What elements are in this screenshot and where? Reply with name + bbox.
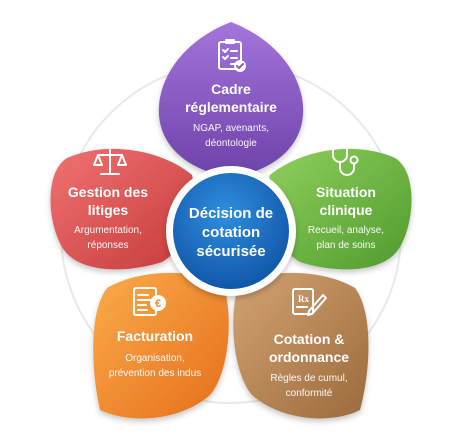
cadre-sub-2: déontologie: [205, 138, 257, 149]
clinique-title-2: clinique: [320, 202, 373, 218]
center-node: Décision de cotation sécurisée: [166, 166, 296, 296]
center-line-1: Décision de: [189, 205, 273, 222]
petal-cotation-ordonnance: [233, 272, 369, 419]
facturation-sub-2: prévention des indus: [109, 368, 201, 379]
cadre-sub-1: NGAP, avenants,: [193, 123, 269, 134]
facturation-title: Facturation: [117, 328, 193, 344]
cadre-title-1: Cadre: [211, 81, 251, 97]
litiges-sub-2: réponses: [87, 240, 128, 251]
svg-text:Rx: Rx: [298, 294, 309, 304]
scales-icon: [93, 149, 127, 175]
cotation-sub-2: conformité: [286, 388, 333, 399]
clinique-title-1: Situation: [316, 184, 376, 200]
cadre-title-2: réglementaire: [185, 99, 277, 115]
petal-gestion-litiges: [50, 148, 195, 270]
center-line-2: cotation: [202, 224, 260, 241]
center-line-3: sécurisée: [196, 243, 265, 260]
litiges-sub-1: Argumentation,: [74, 225, 142, 236]
clipboard-checklist-icon: [218, 39, 246, 72]
prescription-icon: Rx: [292, 288, 327, 316]
litiges-title-1: Gestion des: [68, 184, 148, 200]
litiges-title-2: litiges: [88, 202, 129, 218]
cotation-title-2: ordonnance: [269, 349, 349, 365]
petal-cadre-reglementaire: [158, 22, 304, 178]
cotation-title-1: Cotation &: [274, 331, 345, 347]
cotation-sub-1: Règles de cumul,: [270, 373, 347, 384]
petal-situation-clinique: [267, 148, 412, 270]
clinique-sub-2: plan de soins: [317, 240, 376, 251]
invoice-euro-icon: €: [133, 287, 166, 316]
petal-facturation: [93, 272, 229, 419]
clinique-sub-1: Recueil, analyse,: [308, 225, 384, 236]
svg-text:€: €: [155, 298, 161, 310]
stethoscope-icon: [332, 145, 359, 176]
facturation-sub-1: Organisation,: [125, 353, 184, 364]
